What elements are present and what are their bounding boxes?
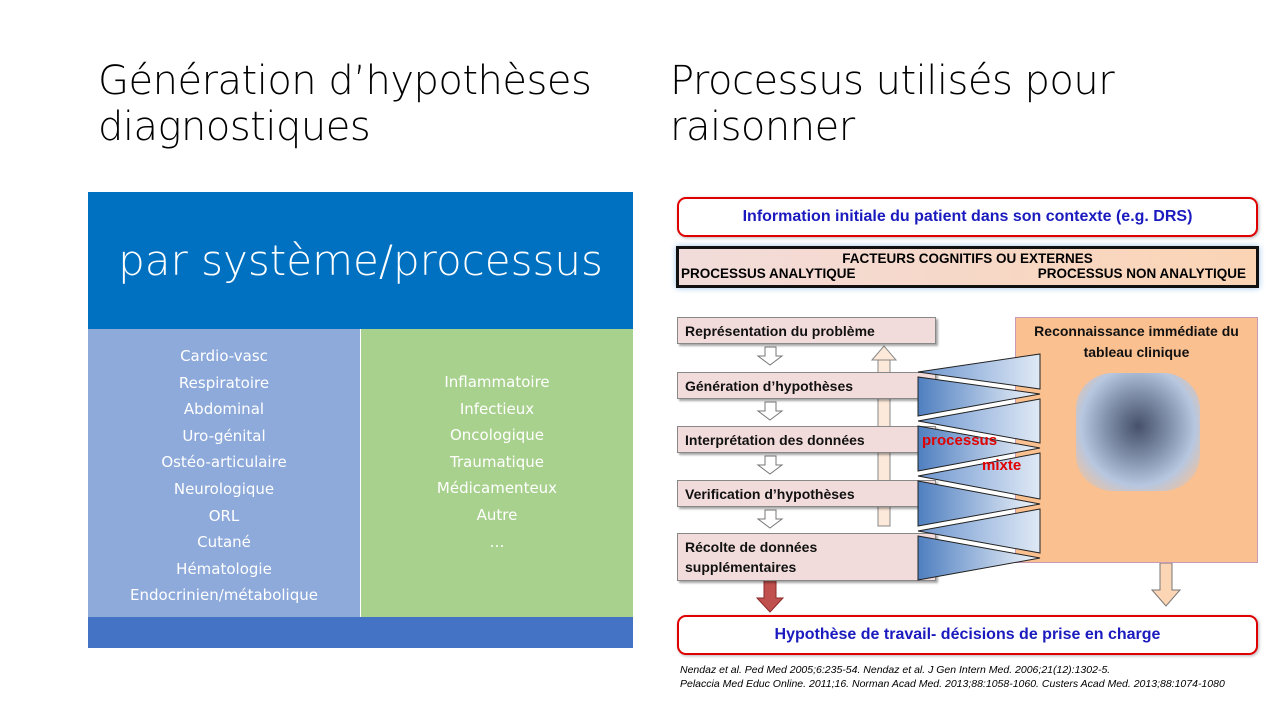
- step-representation: Représentation du problème: [677, 317, 936, 344]
- list-item: Neurologique: [173, 479, 275, 498]
- list-item: ORL: [208, 506, 240, 525]
- step-verification: Verification d’hypothèses: [677, 480, 936, 507]
- reference-line: Nendaz et al. Ped Med 2005;6:235-54. Nen…: [680, 664, 1111, 676]
- down-arrow-icon: [756, 509, 784, 529]
- list-item: …: [489, 532, 505, 551]
- analytic-label: PROCESSUS ANALYTIQUE: [681, 266, 856, 281]
- list-item: Abdominal: [183, 400, 265, 419]
- list-item: Oncologique: [449, 426, 545, 445]
- list-item: Respiratoire: [178, 373, 270, 392]
- footer-bar: [88, 617, 633, 648]
- step-generation: Génération d’hypothèses: [677, 372, 936, 399]
- red-down-arrow: [755, 579, 785, 613]
- list-item: Ostéo-articulaire: [161, 453, 287, 472]
- list-item: Cardio-vasc: [180, 347, 268, 365]
- right-title: Processus utilisés pour raisonner: [670, 58, 1115, 150]
- factors-label: FACTEURS COGNITIFS OU EXTERNES: [842, 251, 1093, 266]
- list-item: Infectieux: [459, 399, 535, 418]
- list-item: Médicamenteux: [436, 479, 558, 498]
- up-arrow-head: [870, 345, 898, 361]
- orange-down-arrow: [1150, 562, 1182, 607]
- down-arrow-icon: [756, 455, 784, 475]
- list-item: Hématologie: [176, 559, 272, 578]
- list-item: Uro-génital: [182, 426, 266, 445]
- down-arrow-icon: [756, 401, 784, 421]
- mixed-label-1: processus: [922, 432, 998, 449]
- system-header: par système/processus: [88, 192, 633, 329]
- reference-line: Pelaccia Med Educ Online. 2011;16. Norma…: [680, 678, 1225, 690]
- list-item: Cutané: [197, 533, 251, 552]
- working-hypothesis-box: Hypothèse de travail- décisions de prise…: [677, 615, 1258, 655]
- mixed-label-2: mixte: [982, 457, 1022, 474]
- step-collection: Récolte de données supplémentaires: [677, 533, 936, 581]
- initial-info-box: Information initiale du patient dans son…: [677, 197, 1258, 237]
- list-item: Endocrinien/métabolique: [130, 586, 318, 605]
- recognition-label: Reconnaissance immédiate du tableau clin…: [1034, 323, 1239, 360]
- recognition-box: Reconnaissance immédiate du tableau clin…: [1015, 317, 1258, 563]
- factors-box: FACTEURS COGNITIFS OU EXTERNES PROCESSUS…: [676, 246, 1259, 288]
- non-analytic-label: PROCESSUS NON ANALYTIQUE: [1037, 266, 1246, 281]
- left-title: Génération d’hypothèses diagnostiques: [98, 58, 592, 150]
- list-item: Traumatique: [450, 452, 544, 471]
- chest-pain-photo: [1076, 373, 1200, 491]
- step-interpretation: Interprétation des données: [677, 426, 936, 453]
- list-item: Inflammatoire: [444, 373, 550, 391]
- list-item: Autre: [476, 505, 518, 524]
- down-arrow-icon: [756, 346, 784, 366]
- references: Nendaz et al. Ped Med 2005;6:235-54. Nen…: [680, 663, 1225, 691]
